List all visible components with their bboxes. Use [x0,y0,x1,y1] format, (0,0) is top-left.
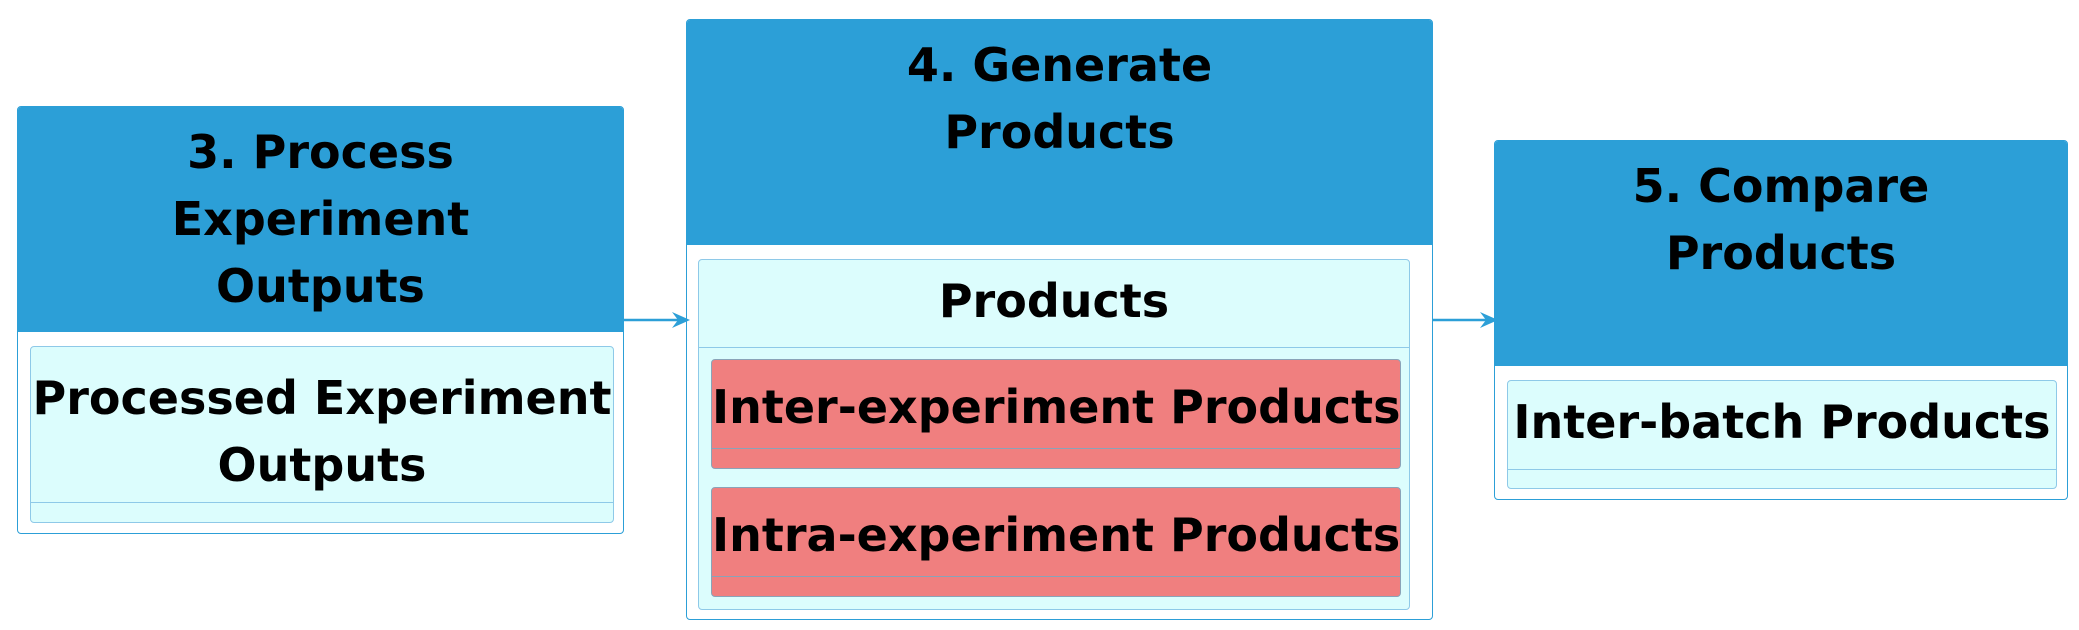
panel-products: Products Inter-experiment Products Intra… [698,259,1410,610]
panel-divider [31,502,613,503]
step-title-line: 5. Compare [1632,159,1930,213]
step-title-line: 4. Generate [906,38,1213,92]
panel-title-line: Inter-batch Products [1513,395,2051,449]
step-process-experiment-outputs: 3. Process Experiment Outputs Processed … [17,106,624,534]
product-divider [712,448,1400,449]
panel-divider [1508,469,2056,470]
panel-title-line: Outputs [217,438,427,492]
step-title-line: Outputs [216,259,425,313]
product-label: Inter-experiment Products [712,380,1401,434]
product-intra-experiment: Intra-experiment Products [711,487,1401,597]
panel-inter-batch-products: Inter-batch Products [1507,380,2057,489]
arrow-step4-to-step5 [1433,312,1498,328]
step-title-line: Experiment [171,192,470,246]
panel-title-line: Products [938,274,1170,328]
product-inter-experiment: Inter-experiment Products [711,359,1401,469]
step-header: 4. Generate Products [687,20,1432,245]
step-title-line: 3. Process [187,125,454,179]
panel-processed-experiment-outputs: Processed Experiment Outputs [30,346,614,523]
step-title-line: Products [944,105,1175,159]
product-label: Intra-experiment Products [712,508,1401,562]
step-header: 5. Compare Products [1495,141,2067,366]
step-generate-products: 4. Generate Products Products Inter-expe… [686,19,1433,620]
panel-divider [699,347,1409,348]
panel-title-line: Processed Experiment [32,371,612,425]
step-title-line: Products [1665,226,1897,280]
product-divider [712,576,1400,577]
arrow-step3-to-step4 [624,312,690,328]
step-header: 3. Process Experiment Outputs [18,107,623,332]
step-compare-products: 5. Compare Products Inter-batch Products [1494,140,2068,500]
